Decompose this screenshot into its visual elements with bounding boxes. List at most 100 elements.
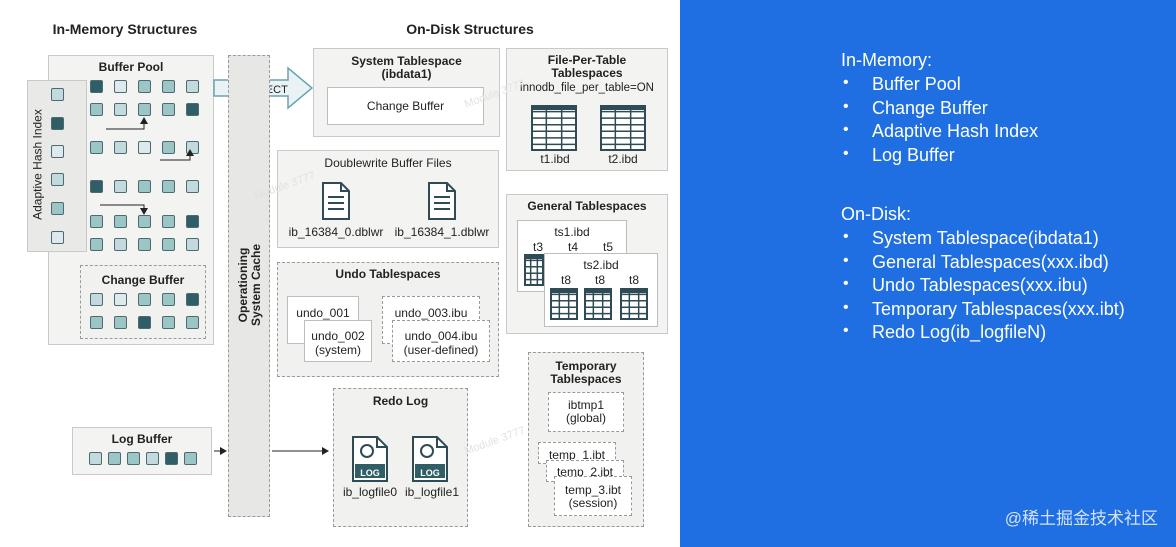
page-block	[90, 238, 103, 251]
page-block	[114, 293, 127, 306]
bullet: •	[843, 298, 849, 316]
temp1-label: temp_1.ibt	[548, 448, 606, 462]
page-block	[114, 238, 127, 251]
logfile1-icon-text: LOG	[420, 468, 440, 478]
page-block	[90, 316, 103, 329]
doublewrite-title: Doublewrite Buffer Files	[324, 156, 452, 170]
table-icon	[550, 288, 578, 320]
adaptive-hash-index-box	[27, 80, 87, 252]
temporary-tablespaces-title-2: Tablespaces	[550, 372, 622, 386]
buffer-pool-title: Buffer Pool	[98, 60, 164, 74]
page-block	[162, 80, 175, 93]
summary-item: Redo Log(ib_logfileN)	[872, 322, 1047, 342]
table-icon	[620, 288, 648, 320]
page-block	[108, 452, 121, 465]
summary-item: Temporary Tablespaces(xxx.ibt)	[872, 298, 1125, 319]
page-block	[162, 141, 175, 154]
page-block	[51, 145, 64, 158]
t8-label-b: t8	[594, 273, 605, 287]
page-block	[51, 231, 64, 244]
file-per-table-title: File-Per-Table	[547, 53, 627, 67]
t8-label-c: t8	[628, 273, 639, 287]
t5-label: t5	[602, 240, 613, 254]
t4-label: t4	[567, 240, 578, 254]
page-block	[51, 173, 64, 186]
page-block	[138, 238, 151, 251]
page-block	[90, 103, 103, 116]
summary-item: Change Buffer	[872, 97, 988, 118]
dblwr1-label: ib_16384_1.dblwr	[394, 225, 490, 239]
page-block	[186, 80, 199, 93]
page-block	[114, 103, 127, 116]
ibtmp1-label: ibtmp1	[567, 398, 605, 412]
page-block	[138, 141, 151, 154]
page-block	[114, 215, 127, 228]
summary-item: Buffer Pool	[872, 74, 961, 94]
in-memory-heading: In-Memory:	[841, 50, 933, 70]
summary-item: System Tablespace(ibdata1)	[872, 228, 1099, 248]
t8-label-a: t8	[560, 273, 571, 287]
undo004-box	[392, 320, 490, 362]
page-block	[186, 215, 199, 228]
page-block	[138, 215, 151, 228]
page-block	[146, 452, 159, 465]
logfile0-icon-text: LOG	[360, 468, 380, 478]
t2-label: t2.ibd	[608, 152, 638, 166]
change-buffer-disk-label: Change Buffer	[366, 99, 445, 113]
undo002-box	[304, 320, 372, 362]
page-block	[51, 202, 64, 215]
in-memory-title: In-Memory Structures	[52, 21, 198, 37]
undo002-label: undo_002	[311, 329, 365, 343]
bullet: •	[843, 251, 849, 269]
page-block	[90, 293, 103, 306]
page-block	[184, 452, 197, 465]
page-block	[186, 238, 199, 251]
table-icon	[584, 288, 612, 320]
page-block	[165, 452, 178, 465]
ts2-label: ts2.ibd	[583, 258, 619, 272]
bullet: •	[843, 97, 849, 115]
bp-link-2	[160, 149, 194, 161]
doublewrite-box	[277, 150, 499, 248]
page-block	[114, 316, 127, 329]
bullet: •	[843, 322, 849, 339]
on-disk-heading: On-Disk:	[841, 204, 912, 224]
general-tablespaces-title: General Tablespaces	[527, 199, 647, 213]
page-block	[162, 215, 175, 228]
table-icon	[524, 254, 544, 286]
page-block	[138, 80, 151, 93]
temporary-tablespaces-title: Temporary	[555, 359, 617, 373]
page-block	[90, 215, 103, 228]
logfile0-icon	[352, 436, 388, 482]
page-block	[89, 452, 102, 465]
page-block	[51, 117, 64, 130]
t3-label: t3	[532, 240, 543, 254]
page-block	[114, 80, 127, 93]
innodb-architecture-diagram: In-Memory Structures On-Disk Structures …	[0, 0, 680, 547]
logfile0-label: ib_logfile0	[342, 485, 398, 499]
page-block	[138, 103, 151, 116]
temp3-box	[554, 476, 632, 516]
logfile1-icon	[412, 436, 448, 482]
page-block	[162, 316, 175, 329]
t1-label: t1.ibd	[540, 152, 570, 166]
undo003-label: undo_003.ibu	[394, 306, 468, 320]
dblwr1-file-icon	[428, 182, 456, 220]
page-block	[186, 180, 199, 193]
ts1-label: ts1.ibd	[554, 225, 590, 239]
change-buffer-disk-box	[327, 87, 484, 125]
redo-log-title: Redo Log	[372, 394, 429, 408]
site-watermark: @稀土掘金技术社区	[1004, 509, 1158, 528]
undo001-label: undo_001	[296, 306, 350, 320]
page-block	[186, 316, 199, 329]
file-per-table-title-2: Tablespaces	[551, 66, 623, 80]
bullet: •	[843, 228, 849, 245]
temp3-type: (session)	[568, 496, 618, 510]
bp-link-1	[106, 117, 148, 130]
page-block	[162, 238, 175, 251]
log-buffer-box	[72, 427, 212, 475]
os-cache-column	[228, 55, 270, 517]
table-icon	[600, 105, 646, 151]
summary-item: Log Buffer	[872, 144, 955, 165]
page-block	[90, 141, 103, 154]
